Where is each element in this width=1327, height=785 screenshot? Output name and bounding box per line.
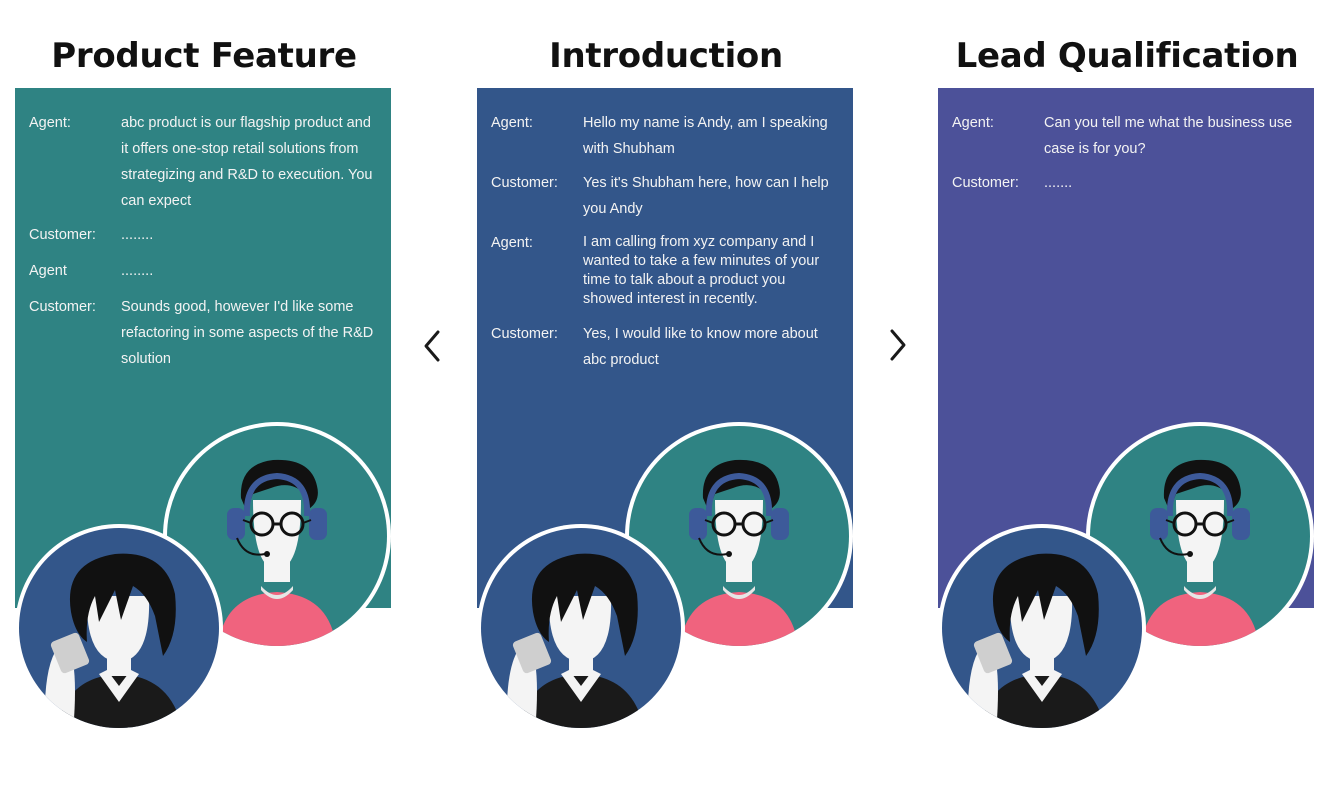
message-text: abc product is our flagship product and … (121, 115, 373, 209)
agent-avatar (1084, 420, 1316, 652)
chevron-right-icon (890, 329, 906, 361)
agent-avatar (623, 420, 855, 652)
dialogue-line: Customer: ....... (952, 170, 1300, 196)
customer-illustration (15, 524, 223, 732)
agent-illustration (1086, 422, 1314, 650)
dialogue-line: Agent ........ (29, 258, 377, 284)
message-text: Can you tell me what the business use ca… (1044, 115, 1293, 157)
panel-title: Lead Qualification (955, 36, 1299, 76)
next-button[interactable] (882, 325, 912, 365)
agent-illustration (163, 422, 391, 650)
message-text: Sounds good, however I'd like some refac… (121, 299, 374, 367)
message-text: Hello my name is Andy, am I speaking wit… (583, 115, 828, 157)
message-text: ....... (1044, 175, 1073, 191)
message-text: I am calling from xyz company and I want… (583, 234, 820, 307)
customer-illustration (477, 524, 685, 732)
message-text: Yes, I would like to know more about abc… (583, 326, 818, 368)
message-text: Yes it's Shubham here, how can I help yo… (583, 175, 829, 217)
speaker-label: Customer: (29, 299, 96, 315)
customer-illustration (938, 524, 1146, 732)
dialogue-list: Agent: Can you tell me what the business… (952, 110, 1300, 204)
speaker-label: Agent: (491, 235, 533, 251)
column-introduction: Introduction Agent: Hello my name is And… (477, 0, 855, 785)
dialogue-line: Customer: Yes, I would like to know more… (491, 321, 839, 373)
dialogue-line: Customer: ........ (29, 222, 377, 248)
dialogue-line: Customer: Sounds good, however I'd like … (29, 294, 377, 372)
customer-avatar (938, 524, 1146, 732)
message-text: ........ (121, 263, 154, 279)
chevron-left-icon (424, 330, 440, 362)
agent-illustration (625, 422, 853, 650)
panel-title: Introduction (549, 36, 783, 76)
dialogue-line: Customer: Yes it's Shubham here, how can… (491, 170, 839, 222)
speaker-label: Customer: (952, 175, 1019, 191)
speaker-label: Agent: (29, 115, 71, 131)
customer-avatar (15, 524, 223, 732)
column-lead-qualification: Lead Qualification Agent: Can you tell m… (938, 0, 1316, 785)
prev-button[interactable] (418, 326, 448, 366)
dialogue-list: Agent: abc product is our flagship produ… (29, 110, 377, 380)
speaker-label: Customer: (29, 227, 96, 243)
dialogue-line: Agent: Can you tell me what the business… (952, 110, 1300, 162)
dialogue-line: Agent: Hello my name is Andy, am I speak… (491, 110, 839, 162)
speaker-label: Agent (29, 263, 67, 279)
message-text: ........ (121, 227, 154, 243)
customer-avatar (477, 524, 685, 732)
speaker-label: Customer: (491, 175, 558, 191)
column-product-feature: Product Feature Agent: abc product is ou… (15, 0, 393, 785)
speaker-label: Customer: (491, 326, 558, 342)
speaker-label: Agent: (952, 115, 994, 131)
dialogue-line: Agent: I am calling from xyz company and… (491, 230, 839, 309)
speaker-label: Agent: (491, 115, 533, 131)
panel-title: Product Feature (51, 36, 357, 76)
agent-avatar (161, 420, 393, 652)
dialogue-list: Agent: Hello my name is Andy, am I speak… (491, 110, 839, 381)
dialogue-line: Agent: abc product is our flagship produ… (29, 110, 377, 214)
